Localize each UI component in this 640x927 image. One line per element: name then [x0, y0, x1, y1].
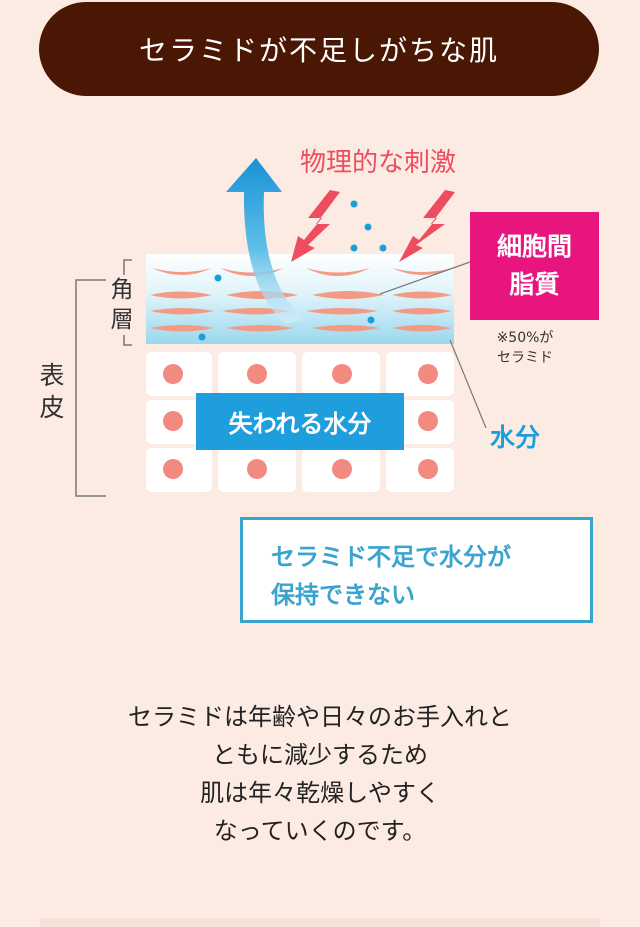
body-line2: ともに減少するため: [212, 741, 428, 769]
epidermis-label-line2: 皮: [39, 393, 65, 422]
intercellular-lipid-line1: 細胞間: [496, 232, 572, 261]
ceramide-note: ※50%が セラミド: [470, 328, 580, 368]
body-line3: 肌は年々乾燥しやすく: [200, 779, 440, 807]
lipid-leader-line: [379, 261, 471, 295]
footer-divider: [40, 918, 600, 927]
page-title: セラミドが不足しがちな肌: [39, 2, 599, 96]
intercellular-lipid-badge: 細胞間 脂質: [470, 212, 599, 320]
body-paragraph: セラミドは年齢や日々のお手入れと ともに減少するため 肌は年々乾燥しやすく なっ…: [0, 698, 640, 850]
water-loss-arrow: [226, 158, 304, 324]
lightning-bolt-icons: [291, 190, 455, 262]
conclusion-box: セラミド不足で水分が 保持できない: [240, 517, 593, 623]
stratum-corneum-label: 角 層: [108, 275, 136, 335]
water-leader-line: [449, 339, 487, 429]
intercellular-lipid-line2: 脂質: [509, 270, 560, 299]
body-line1: セラミドは年齢や日々のお手入れと: [128, 703, 512, 731]
ceramide-note-line1: ※50%が: [496, 330, 554, 346]
stratum-label-line2: 層: [110, 307, 134, 333]
water-droplets: [198, 200, 387, 341]
conclusion-line1: セラミド不足で水分が: [271, 543, 511, 571]
epidermis-label-line1: 表: [39, 361, 65, 390]
epidermis-bracket: [75, 279, 106, 497]
body-line4: なっていくのです。: [213, 817, 427, 845]
lost-water-label: 失われる水分: [196, 393, 404, 450]
water-label: 水分: [490, 423, 541, 452]
conclusion-line2: 保持できない: [271, 581, 415, 609]
physical-stimulus-label: 物理的な刺激: [299, 148, 456, 178]
epidermis-label: 表 皮: [36, 360, 68, 424]
stratum-label-line1: 角: [110, 277, 134, 303]
ceramide-note-line2: セラミド: [497, 350, 553, 366]
